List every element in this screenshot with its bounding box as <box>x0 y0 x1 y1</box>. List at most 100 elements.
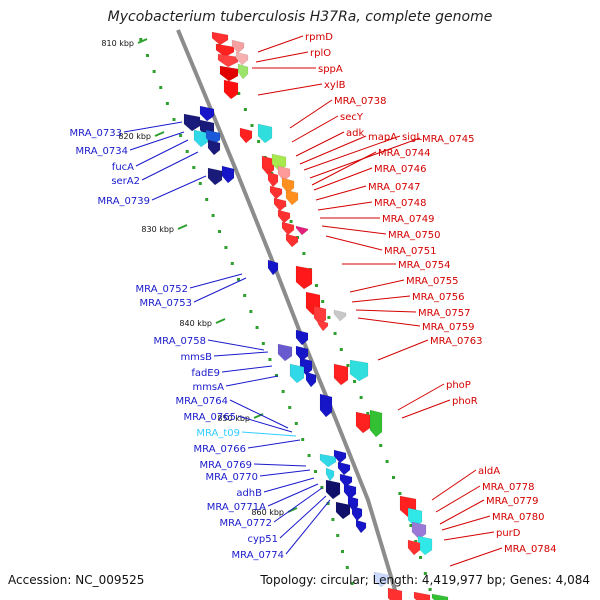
gene-feature-reverse <box>343 483 357 500</box>
track-tick <box>392 476 395 479</box>
track-tick <box>218 230 221 233</box>
kbp-label: 830 kbp <box>141 225 174 234</box>
kbp-tick <box>253 413 264 419</box>
gene-label-right: MRA_0748 <box>374 198 426 209</box>
track-tick <box>185 150 189 153</box>
gene-leader-line <box>351 295 411 303</box>
kbp-tick <box>177 224 188 230</box>
track-tick <box>314 470 317 473</box>
gene-label-right: MRA_0754 <box>398 260 450 271</box>
gene-leader-line <box>401 399 451 419</box>
gene-feature-forward <box>231 39 245 54</box>
gene-leader-line <box>441 515 491 531</box>
gene-label-right: MRA_0746 <box>374 164 426 175</box>
gene-leader-line <box>443 531 495 541</box>
track-tick <box>261 342 265 345</box>
gene-leader-line <box>289 99 333 129</box>
gene-leader-line <box>311 151 377 186</box>
gene-feature-forward <box>285 189 299 206</box>
track-tick <box>321 300 325 303</box>
gene-label-right: MRA_0755 <box>406 276 458 287</box>
gene-leader-line <box>435 485 481 513</box>
gene-label-right: aldA <box>478 466 500 477</box>
gene-feature-forward <box>295 265 313 290</box>
gene-feature-reverse <box>337 461 351 476</box>
gene-feature-reverse <box>319 393 333 418</box>
gene-label-right: phoR <box>452 396 478 407</box>
gene-label-right: rpmD <box>305 32 333 43</box>
gene-label-left: MRA_0764 <box>176 396 228 407</box>
track-tick <box>257 140 261 143</box>
gene-leader-line <box>439 499 485 525</box>
gene-leader-line <box>189 273 243 289</box>
track-tick <box>359 396 363 399</box>
gene-feature-reverse <box>325 479 341 500</box>
gene-label-right: rplO <box>310 48 331 59</box>
gene-label-left: mmsA <box>192 382 224 393</box>
gene-feature-reverse <box>319 453 337 468</box>
gene-label-right: MRA_0745 <box>422 134 474 145</box>
track-tick <box>224 246 228 249</box>
track-tick <box>230 262 234 265</box>
track-tick <box>243 294 247 297</box>
track-tick <box>236 278 240 281</box>
track-tick <box>152 70 156 73</box>
gene-leader-line <box>253 463 307 467</box>
gene-leader-line <box>303 135 401 171</box>
gene-label-left: MRA_0769 <box>200 460 252 471</box>
track-tick <box>307 454 311 457</box>
gene-feature-forward <box>257 123 273 144</box>
gene-label-right: MRA_0763 <box>430 336 482 347</box>
gene-feature-reverse <box>289 363 305 384</box>
track-tick <box>301 438 305 441</box>
gene-feature-reverse <box>339 473 353 488</box>
gene-label-right: adk <box>346 128 364 139</box>
gene-feature-forward <box>407 539 421 556</box>
gene-label-left: MRA_0733 <box>70 128 122 139</box>
gene-feature-forward <box>217 53 239 68</box>
gene-leader-line <box>279 495 327 539</box>
track-tick <box>345 566 349 569</box>
gene-feature-forward <box>387 587 403 600</box>
gene-label-left: MRA_0772 <box>220 518 272 529</box>
gene-leader-line <box>325 235 383 251</box>
gene-label-left: fucA <box>112 162 134 173</box>
track-tick <box>281 390 285 393</box>
map-title: Mycobacterium tuberculosis H37Ra, comple… <box>107 9 493 25</box>
track-tick <box>275 374 279 377</box>
gene-feature-forward <box>411 521 427 540</box>
gene-feature-forward <box>281 221 295 236</box>
gene-label-left: MRA_0774 <box>232 550 284 561</box>
track-tick <box>336 534 340 537</box>
gene-feature-reverse <box>193 129 209 148</box>
gene-leader-line <box>291 115 339 143</box>
gene-label-left: MRA_0734 <box>76 146 128 157</box>
gene-feature-forward <box>295 225 309 236</box>
gene-leader-line <box>221 365 273 373</box>
gene-leader-line <box>247 439 301 449</box>
gene-feature-forward <box>369 409 383 438</box>
gene-feature-forward <box>349 359 369 382</box>
gene-feature-forward <box>211 31 229 46</box>
gene-feature-forward <box>333 309 347 322</box>
gene-label-right: mapA <box>368 132 397 143</box>
gene-feature-reverse <box>335 501 351 520</box>
gene-label-right: MRA_0750 <box>388 230 440 241</box>
gene-feature-forward <box>413 591 431 600</box>
kbp-label: 810 kbp <box>101 39 134 48</box>
gene-feature-forward <box>277 209 291 224</box>
track-tick <box>379 444 383 447</box>
gene-feature-reverse <box>221 165 235 184</box>
gene-feature-reverse <box>355 519 367 534</box>
gene-label-left: MRA_0758 <box>154 336 206 347</box>
gene-feature-forward <box>267 171 279 188</box>
track-tick <box>353 380 357 383</box>
accession-text: Accession: NC_009525 <box>8 573 145 587</box>
track-tick <box>172 118 176 121</box>
gene-label-left: MRA_0765 <box>184 412 236 423</box>
gene-label-right: MRA_0756 <box>412 292 464 303</box>
gene-leader-line <box>315 185 367 201</box>
track-tick <box>423 572 427 575</box>
kbp-label: 820 kbp <box>118 132 151 141</box>
gene-leader-line <box>313 167 373 191</box>
